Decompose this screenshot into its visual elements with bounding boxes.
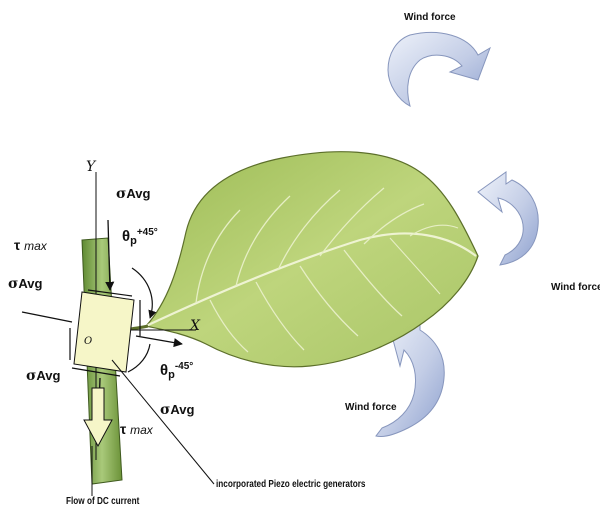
wind-arrow-top [388,32,490,106]
wind-force-label-right: Wind force [551,283,600,293]
dc-current-caption: Flow of DC current [66,497,139,507]
theta-p-plus-45-label: θp+45° [122,228,158,247]
piezo-generator-caption: incorporated Piezo electric generators [216,480,365,490]
stress-element [74,292,134,372]
x-axis-label: X [190,319,200,333]
wind-arrow-right [478,172,538,265]
sigma-avg-left-label: σAvg [8,276,42,291]
origin-label: O [84,337,92,347]
y-axis-label: Y [86,160,95,174]
tau-max-top-label: τ max [14,238,47,252]
theta-p-minus-45-label: θp-45° [160,362,193,381]
sigma-avg-lower-left-label: σAvg [26,368,60,383]
wind-force-label-bottom: Wind force [345,403,397,413]
sigma-avg-top-label: σAvg [116,186,150,201]
sigma-avg-bottom-label: σAvg [160,402,194,417]
wind-force-label-top: Wind force [404,13,456,23]
tau-max-bottom-label: τ max [120,422,153,436]
